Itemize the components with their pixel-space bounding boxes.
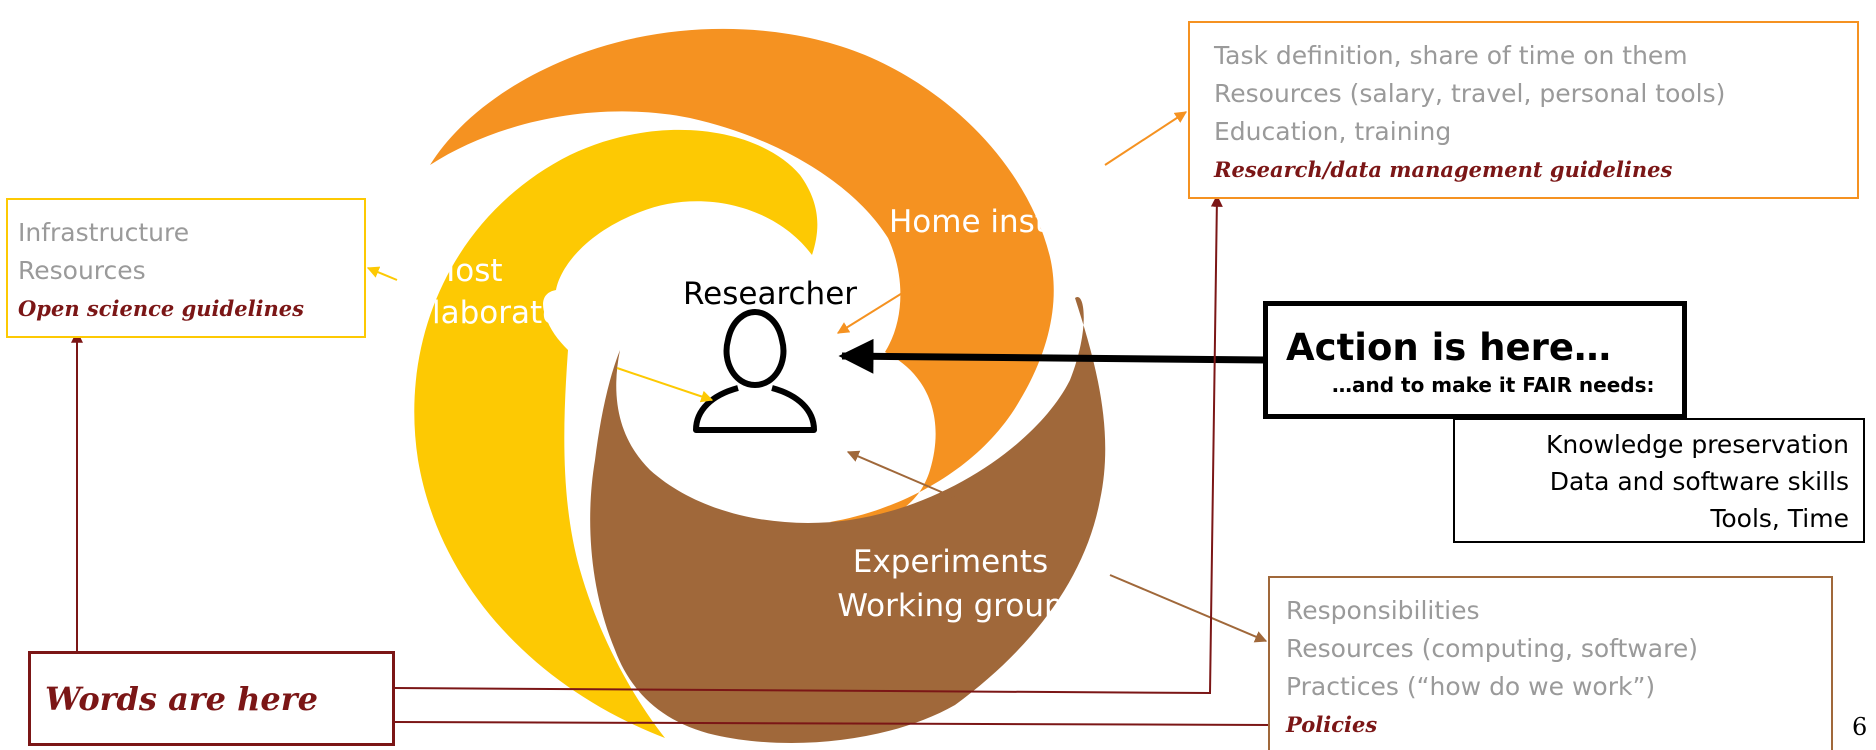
host-guideline: Open science guidelines (18, 296, 304, 321)
needs-item-3: Tools, Time (1710, 504, 1849, 533)
words-box: Words are here (28, 651, 395, 746)
host-laboratory-box: Infrastructure Resources Open science gu… (6, 198, 366, 338)
action-subtitle: …and to make it FAIR needs: (1332, 373, 1655, 397)
host-item-2: Resources (18, 256, 146, 285)
experiments-label-line1: Experiments (852, 544, 1049, 580)
experiments-label: Experiments Working group (798, 540, 1103, 628)
experiments-box: Responsibilities Resources (computing, s… (1268, 576, 1833, 750)
home-label: Home institute (889, 204, 1119, 240)
home-institute-box: Task definition, share of time on them R… (1188, 21, 1859, 199)
arrow-experiments-to-box (1109, 574, 1268, 643)
words-label: Words are here (45, 680, 318, 718)
experiments-item-3: Practices (“how do we work”) (1286, 672, 1656, 701)
host-label: Host laboratory (432, 250, 592, 334)
needs-item-2: Data and software skills (1549, 467, 1849, 496)
experiments-segment (590, 296, 1106, 744)
action-arrow (838, 338, 1266, 374)
host-label-line2: laboratory (432, 295, 593, 331)
action-title: Action is here… (1286, 326, 1611, 369)
host-item-1: Infrastructure (18, 218, 190, 247)
slide-number: 6 (1852, 713, 1868, 741)
arrow-experiments-to-researcher (846, 450, 961, 501)
words-to-experiments-line (394, 718, 1285, 731)
experiments-guideline: Policies (1286, 712, 1378, 737)
host-label-line1: Host (432, 253, 503, 289)
host-laboratory-segment (414, 129, 818, 739)
researcher-label: Researcher (683, 276, 858, 312)
person-icon (693, 309, 817, 433)
arrow-host-to-researcher (616, 367, 714, 403)
home-institute-segment (430, 28, 1054, 524)
needs-box: Knowledge preservation Data and software… (1453, 418, 1865, 543)
home-guideline: Research/data management guidelines (1214, 157, 1673, 182)
home-item-1: Task definition, share of time on them (1214, 41, 1688, 70)
experiments-label-line2: Working group (837, 588, 1064, 624)
needs-item-1: Knowledge preservation (1545, 430, 1849, 459)
home-item-2: Resources (salary, travel, personal tool… (1214, 79, 1726, 108)
words-to-home-line (394, 194, 1223, 695)
experiments-item-2: Resources (computing, software) (1286, 634, 1698, 663)
arrow-host-to-box (366, 266, 398, 281)
arrow-home-to-box (1104, 111, 1188, 166)
home-item-3: Education, training (1214, 117, 1452, 146)
arrow-home-to-researcher (836, 281, 921, 334)
experiments-item-1: Responsibilities (1286, 596, 1480, 625)
action-box: Action is here… …and to make it FAIR nee… (1263, 301, 1687, 419)
